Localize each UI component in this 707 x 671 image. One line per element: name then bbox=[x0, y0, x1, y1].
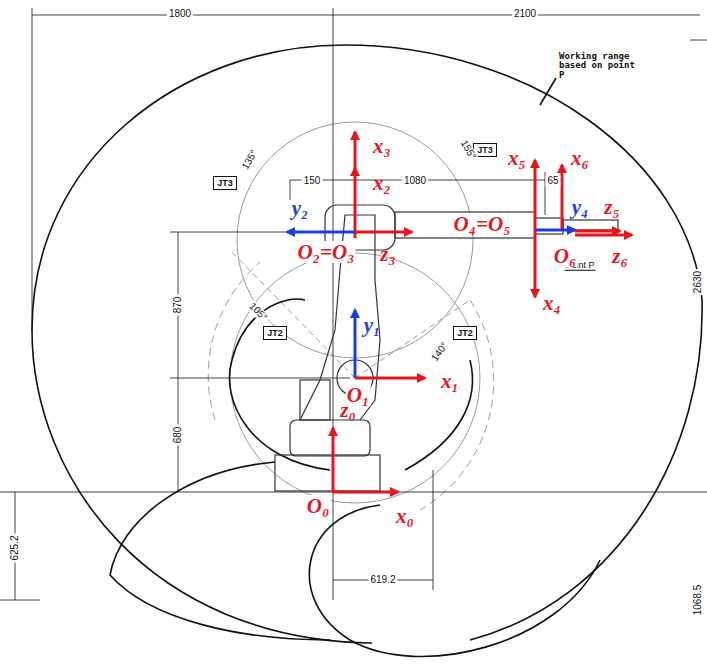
dimension: 625.2 bbox=[10, 533, 21, 562]
drawing-path bbox=[110, 462, 330, 640]
origin-label: O₄=O₅ bbox=[453, 213, 512, 235]
drawing-line bbox=[170, 378, 350, 379]
axis-label: z₀ bbox=[340, 399, 356, 421]
joint-name: JT2 bbox=[454, 327, 476, 339]
drawing-path bbox=[32, 45, 702, 643]
drawing-line bbox=[290, 180, 291, 200]
drawing-line bbox=[575, 234, 632, 237]
drawing-path bbox=[208, 262, 260, 420]
angle: 135° bbox=[239, 147, 260, 174]
coordinate-frames bbox=[287, 132, 632, 492]
axis-label: x₃ bbox=[373, 135, 391, 157]
axis-label: x₁ bbox=[441, 370, 459, 392]
angle: 155° bbox=[457, 137, 478, 164]
axis-label: x₂ bbox=[373, 172, 391, 194]
drawing-line bbox=[355, 231, 412, 234]
drawing-path bbox=[309, 505, 600, 657]
dimension: 65 bbox=[545, 176, 560, 187]
drawing-line bbox=[333, 491, 398, 494]
drawing-line bbox=[32, 8, 33, 330]
drawing-line bbox=[178, 232, 179, 492]
axis-label: z₅ bbox=[604, 196, 620, 218]
axis-label: x₀ bbox=[396, 505, 414, 527]
range-note: Working range based on point P bbox=[559, 52, 641, 80]
dimension: 2630 bbox=[693, 269, 704, 295]
drawing-line bbox=[690, 40, 707, 41]
dimension: 1068.5 bbox=[693, 583, 704, 618]
joint-name: JT3 bbox=[214, 177, 236, 189]
origin-label: O₆ bbox=[553, 245, 578, 267]
drawing-rect bbox=[300, 380, 330, 420]
drawing-line bbox=[534, 160, 537, 230]
dimension: 1080 bbox=[402, 176, 428, 187]
dimension: 2100 bbox=[512, 9, 538, 20]
drawing-path bbox=[229, 299, 330, 470]
axis-label: x₆ bbox=[571, 147, 589, 169]
drawing-line bbox=[354, 168, 357, 238]
dimension: 870 bbox=[173, 295, 184, 316]
axis-label: y₁ bbox=[364, 314, 381, 336]
joint-tag: JT3 bbox=[213, 176, 237, 190]
drawing-line bbox=[0, 600, 40, 601]
drawing-rect bbox=[535, 218, 563, 234]
drawing-line bbox=[535, 229, 575, 232]
origin-label: O₂=O₃ bbox=[297, 241, 356, 263]
drawing-line bbox=[332, 428, 335, 492]
dimension: 150 bbox=[302, 176, 323, 187]
drawing-line bbox=[32, 15, 700, 16]
drawing-line bbox=[561, 165, 564, 230]
joint-name: JT3 bbox=[474, 144, 496, 156]
drawing-rect bbox=[395, 212, 535, 238]
joint-name: JT2 bbox=[264, 327, 286, 339]
axis-label: y₄ bbox=[572, 196, 589, 218]
axis-label: x₅ bbox=[508, 147, 526, 169]
drawing-rect bbox=[290, 420, 370, 456]
dimension-lines bbox=[0, 8, 707, 600]
drawing-line bbox=[433, 470, 434, 590]
drawing-line bbox=[575, 230, 620, 233]
joint-tag: JT2 bbox=[453, 326, 477, 340]
working-range bbox=[32, 45, 702, 657]
drawing-rect bbox=[275, 455, 380, 491]
angle: 140° bbox=[429, 339, 452, 365]
axis-label: y₂ bbox=[292, 197, 309, 219]
drawing-line bbox=[534, 230, 537, 297]
axis-label: z₆ bbox=[612, 245, 628, 267]
drawing-line bbox=[354, 310, 357, 378]
joint-tag: JT2 bbox=[263, 326, 287, 340]
origin-label: O₀ bbox=[306, 495, 331, 517]
drawing-line bbox=[354, 132, 357, 168]
drawing-path bbox=[420, 300, 494, 510]
robot-body bbox=[275, 205, 618, 491]
drawing-line bbox=[355, 377, 425, 380]
dimension: 1800 bbox=[167, 9, 193, 20]
drawing-line bbox=[540, 78, 556, 105]
drawing-line bbox=[0, 492, 707, 493]
dimension: 680 bbox=[173, 425, 184, 446]
dimension: 619.2 bbox=[368, 575, 397, 586]
drawing-line bbox=[287, 231, 355, 234]
axis-label: z₃ bbox=[380, 243, 396, 265]
axis-label: x₄ bbox=[543, 292, 561, 314]
drawing-line bbox=[333, 8, 334, 600]
